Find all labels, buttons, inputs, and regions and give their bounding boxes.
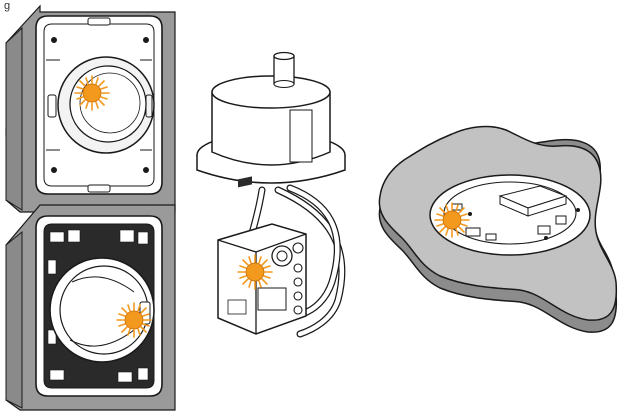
status-led-detector (435, 203, 469, 237)
status-led-top (75, 76, 109, 110)
wall-dimmer-unit (6, 205, 175, 410)
status-led-module (238, 255, 272, 289)
wall-switch-unit (6, 6, 175, 212)
ceiling-detector (379, 127, 616, 333)
status-led-bottom (117, 303, 151, 337)
